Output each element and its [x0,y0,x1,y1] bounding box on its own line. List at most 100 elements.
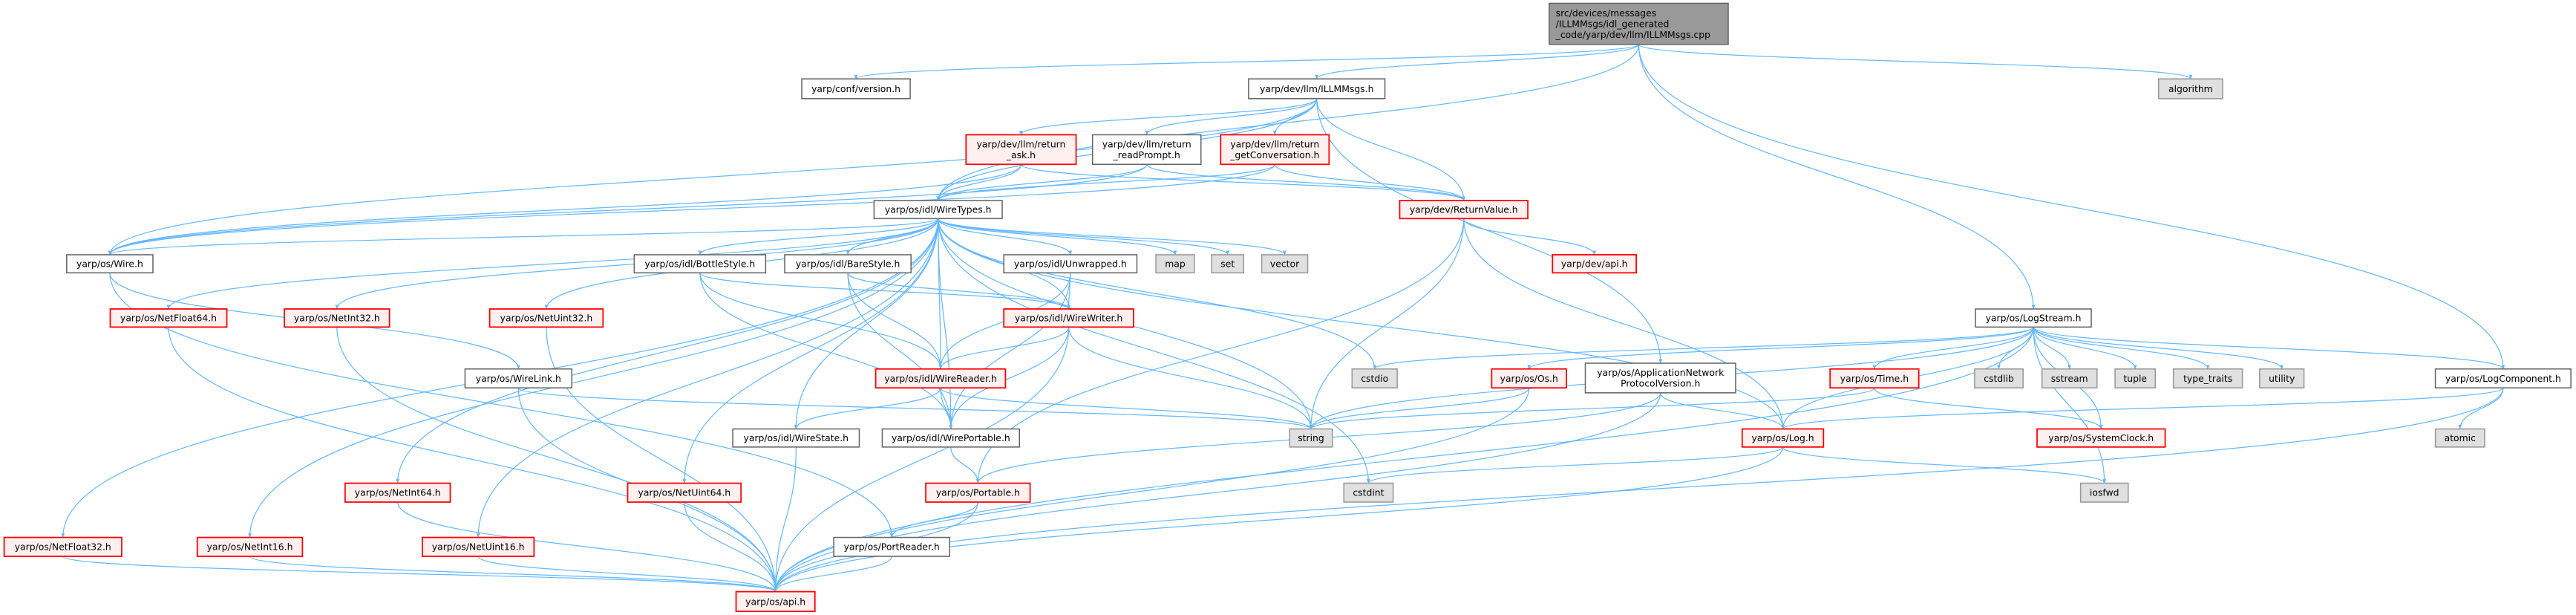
node-label: atomic [2445,432,2476,443]
node-box [3,536,122,557]
node-label: yarp/os/NetInt32.h [294,313,380,324]
edge-wiretypes-to-vector [938,218,1287,256]
node-label: type_traits [2183,373,2232,384]
edge-root-to-logstream [1638,44,2036,310]
node-barestyle[interactable]: yarp/os/idl/BareStyle.h [784,254,912,274]
node-box [109,308,228,328]
node-netint64[interactable]: yarp/os/NetInt64.h [344,482,451,503]
node-wireportable[interactable]: yarp/os/idl/WirePortable.h [881,428,1020,448]
node-box [344,482,451,503]
edge-logcomponent-to-log [1781,387,2504,430]
node-logcomponent[interactable]: yarp/os/LogComponent.h [2434,368,2572,388]
node-netuint64[interactable]: yarp/os/NetUint64.h [627,482,742,503]
node-label: yarp/os/ApplicationNetwork [1597,367,1725,378]
node-box [1003,308,1134,328]
node-tuple: tuple [2114,368,2157,388]
node-box [464,368,573,388]
node-osapi[interactable]: yarp/os/api.h [735,590,816,613]
node-bottlestyle[interactable]: yarp/os/idl/BottleStyle.h [633,254,767,274]
node-ret_ask[interactable]: yarp/dev/llm/return_ask.h [965,134,1077,166]
node-label: cstdio [1361,373,1388,384]
node-devapi[interactable]: yarp/dev/api.h [1552,254,1637,274]
node-label: _getConversation.h [1229,149,1319,160]
node-label: string [1298,432,1324,443]
node-root[interactable]: src/devices/messages/ILLMMsgs/idl_genera… [1549,2,1729,45]
node-time[interactable]: yarp/os/Time.h [1829,368,1920,389]
node-os[interactable]: yarp/os/Os.h [1491,368,1567,389]
edge-ret_ask-to-wire [108,164,1022,256]
node-label: set [1220,258,1235,270]
node-netuint16[interactable]: yarp/os/NetUint16.h [422,536,535,557]
edge-wirewriter-to-osapi [774,327,1070,593]
node-netuint32[interactable]: yarp/os/NetUint32.h [488,308,604,328]
node-netint16[interactable]: yarp/os/NetInt16.h [196,536,304,557]
edge-wiretypes-to-map [938,218,1177,256]
node-label: yarp/os/api.h [745,596,805,607]
node-netint32[interactable]: yarp/os/NetInt32.h [284,308,390,328]
node-label: _code/yarp/dev/llm/ILLMMsgs.cpp [1555,29,1710,40]
node-logstream[interactable]: yarp/os/LogStream.h [1975,308,2092,328]
node-label: cstdint [1353,487,1384,498]
edge-returnvalue-to-devapi [1463,218,1597,256]
node-confversion[interactable]: yarp/conf/version.h [801,78,911,100]
edge-wirewriter-to-wireportable [949,327,1070,430]
node-ret_conv[interactable]: yarp/dev/llm/return_getConversation.h [1220,134,1330,166]
node-log[interactable]: yarp/os/Log.h [1741,428,1825,448]
node-wirereader[interactable]: yarp/os/idl/WireReader.h [875,368,1007,389]
node-label: yarp/conf/version.h [811,83,900,94]
node-box [1741,428,1825,448]
node-box [2434,428,2485,448]
node-label: yarp/dev/llm/return [1230,138,1319,149]
edge-time-to-systemclock [1874,387,2103,430]
edge-bottlestyle-to-wireportable [699,273,953,430]
node-netfloat64[interactable]: yarp/os/NetFloat64.h [109,308,228,328]
node-label: yarp/os/idl/WireTypes.h [885,204,992,215]
edge-wirewriter-to-wirereader [938,327,1070,370]
node-label: yarp/os/Log.h [1752,432,1814,443]
node-systemclock[interactable]: yarp/os/SystemClock.h [2036,428,2166,448]
node-box [2434,368,2572,388]
edge-netfloat32-to-osapi [62,556,777,593]
edge-netint32-to-osapi [336,327,778,593]
edge-ret_conv-to-wire [108,164,1275,256]
node-label: sstream [2051,373,2088,384]
edge-wiretypes-to-netuint64 [682,218,939,484]
edge-wirereader-to-string [940,387,1313,430]
edge-logstream-to-tuple [2033,327,2137,370]
node-illmmsgs[interactable]: yarp/dev/llm/ILLMMsgs.h [1248,78,1386,100]
edge-ret_conv-to-wiretypes [936,163,1275,201]
node-wirewriter[interactable]: yarp/os/idl/WireWriter.h [1003,308,1134,328]
edge-unwrapped-to-wireportable [949,273,1071,430]
node-box [1155,254,1195,274]
node-wire[interactable]: yarp/os/Wire.h [66,254,154,274]
node-ret_read[interactable]: yarp/dev/llm/return_readPrompt.h [1091,134,1202,166]
node-portreader[interactable]: yarp/os/PortReader.h [833,536,950,557]
node-returnvalue[interactable]: yarp/dev/ReturnValue.h [1399,200,1529,220]
node-unwrapped[interactable]: yarp/os/idl/Unwrapped.h [1003,254,1138,274]
edge-appnet-to-log [1660,392,1785,430]
edge-illmmsgs-to-ret_ask [1019,98,1318,136]
edge-netint16-to-osapi [249,556,777,593]
node-appnet[interactable]: yarp/os/ApplicationNetworkProtocolVersio… [1584,362,1736,394]
edge-illmmsgs-to-wire [108,98,1318,256]
edge-illmmsgs-to-appnet [1316,98,1663,364]
edge-logstream-to-type_traits [2033,327,2210,370]
node-box [633,254,767,274]
node-wiretypes[interactable]: yarp/os/idl/WireTypes.h [873,200,1003,220]
node-portable[interactable]: yarp/os/Portable.h [925,482,1031,503]
edge-illmmsgs-to-returnvalue [1316,98,1466,201]
node-wirelink[interactable]: yarp/os/WireLink.h [464,368,573,388]
node-wirestate[interactable]: yarp/os/idl/WireState.h [732,428,860,448]
edge-wirewriter-to-string [1068,327,1313,430]
node-box [881,428,1020,448]
edge-wirestate-to-osapi [774,446,797,593]
node-map: map [1155,254,1195,274]
node-box [2259,368,2305,388]
node-box [1091,134,1202,166]
edge-wiretypes-to-cstdint [938,218,1370,484]
node-netfloat32[interactable]: yarp/os/NetFloat32.h [3,536,122,557]
node-label: yarp/dev/llm/return [976,138,1065,149]
node-box [1343,482,1394,503]
node-box [1552,254,1637,274]
node-box [1289,428,1333,448]
